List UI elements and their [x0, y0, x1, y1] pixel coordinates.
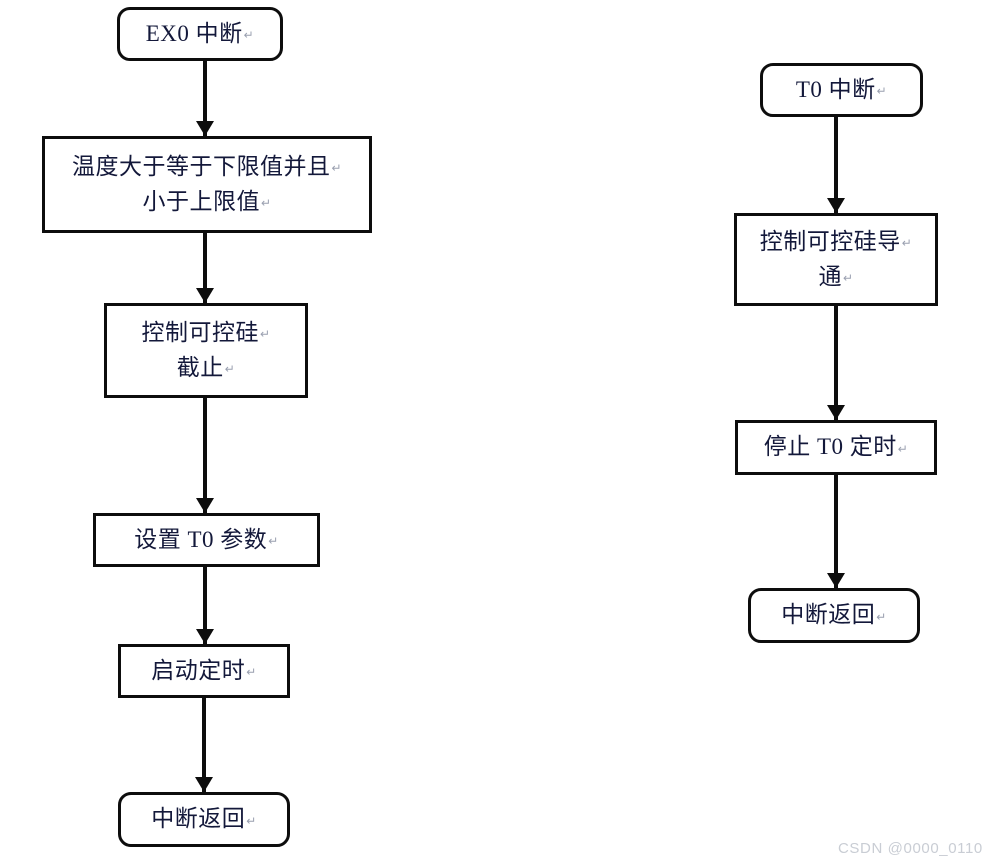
node-label-line: 通↵: [818, 263, 854, 289]
node-label-line: T0 中断↵: [795, 76, 888, 102]
arrow-start-timer-to-ex0-return: [195, 698, 213, 792]
node-label-line: 停止 T0 定时↵: [763, 434, 909, 460]
node-label: 设置 T0 参数↵: [134, 523, 279, 558]
node-label: 控制可控硅↵ 截止↵: [141, 316, 270, 386]
paragraph-mark-icon: ↵: [897, 441, 909, 456]
paragraph-mark-icon: ↵: [842, 271, 854, 286]
arrow-shaft: [203, 233, 207, 303]
node-label: 停止 T0 定时↵: [764, 430, 909, 465]
paragraph-mark-icon: ↵: [268, 534, 279, 549]
paragraph-mark-icon: ↵: [876, 609, 887, 624]
arrow-set-t0-params-to-start-timer: [196, 567, 214, 644]
arrow-shaft: [834, 475, 838, 588]
node-label: 中断返回↵: [151, 802, 257, 837]
arrow-head: [195, 777, 213, 792]
arrow-head: [827, 198, 845, 213]
node-temp-condition[interactable]: 温度大于等于下限值并且↵ 小于上限值↵: [42, 136, 372, 233]
paragraph-mark-icon: ↵: [246, 665, 257, 680]
arrow-head: [196, 629, 214, 644]
node-ex0-return[interactable]: 中断返回↵: [118, 792, 290, 847]
paragraph-mark-icon: ↵: [259, 327, 271, 342]
paragraph-mark-icon: ↵: [331, 161, 343, 176]
paragraph-mark-icon: ↵: [260, 196, 272, 211]
arrow-head: [196, 288, 214, 303]
node-label-line: 小于上限值↵: [142, 188, 272, 214]
node-label: T0 中断↵: [796, 73, 887, 108]
node-label: 控制可控硅导↵ 通↵: [760, 225, 913, 295]
arrow-scr-on-to-stop-t0-timer: [827, 306, 845, 420]
arrow-ex0-start-to-temp-condition: [196, 61, 214, 136]
arrow-shaft: [203, 398, 207, 513]
arrow-shaft: [834, 117, 838, 213]
node-label-line: 温度大于等于下限值并且↵: [71, 153, 343, 179]
node-label-line: 启动定时↵: [151, 657, 257, 683]
arrow-head: [827, 405, 845, 420]
node-label: 温度大于等于下限值并且↵ 小于上限值↵: [72, 150, 342, 220]
node-label-line: 中断返回↵: [151, 806, 257, 832]
paragraph-mark-icon: ↵: [876, 84, 888, 99]
node-label-line: 截止↵: [176, 354, 236, 380]
node-label: 启动定时↵: [151, 654, 257, 689]
arrow-t0-start-to-scr-on: [827, 117, 845, 213]
arrow-shaft: [202, 698, 206, 792]
node-label-line: 控制可控硅导↵: [759, 228, 913, 254]
node-set-t0-params[interactable]: 设置 T0 参数↵: [93, 513, 320, 567]
node-label-line: 设置 T0 参数↵: [134, 526, 279, 552]
node-stop-t0-timer[interactable]: 停止 T0 定时↵: [735, 420, 937, 475]
arrow-shaft: [203, 567, 207, 644]
node-scr-off[interactable]: 控制可控硅↵ 截止↵: [104, 303, 308, 398]
arrow-head: [827, 573, 845, 588]
node-ex0-start[interactable]: EX0 中断↵: [117, 7, 283, 61]
arrow-shaft: [834, 306, 838, 420]
csdn-watermark: CSDN @0000_0110: [838, 840, 983, 857]
node-label: 中断返回↵: [781, 598, 887, 633]
node-label: EX0 中断↵: [146, 17, 254, 52]
arrow-temp-condition-to-scr-off: [196, 233, 214, 303]
node-t0-start[interactable]: T0 中断↵: [760, 63, 923, 117]
paragraph-mark-icon: ↵: [246, 813, 257, 828]
arrow-shaft: [203, 61, 207, 136]
node-scr-on[interactable]: 控制可控硅导↵ 通↵: [734, 213, 938, 306]
arrow-scr-off-to-set-t0-params: [196, 398, 214, 513]
arrow-stop-t0-timer-to-t0-return: [827, 475, 845, 588]
node-label-line: 中断返回↵: [781, 602, 887, 628]
node-label-line: 控制可控硅↵: [141, 319, 271, 345]
node-start-timer[interactable]: 启动定时↵: [118, 644, 290, 698]
paragraph-mark-icon: ↵: [901, 236, 913, 251]
arrow-head: [196, 121, 214, 136]
arrow-head: [196, 498, 214, 513]
paragraph-mark-icon: ↵: [243, 28, 255, 43]
node-t0-return[interactable]: 中断返回↵: [748, 588, 920, 643]
paragraph-mark-icon: ↵: [224, 362, 236, 377]
node-label-line: EX0 中断↵: [145, 20, 255, 46]
